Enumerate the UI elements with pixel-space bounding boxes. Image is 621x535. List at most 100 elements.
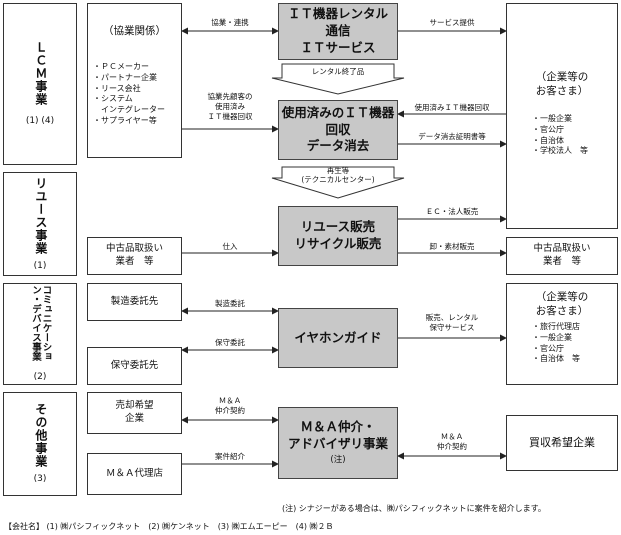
recovery-line: データ消去 (306, 138, 370, 154)
customers1-box (506, 3, 618, 229)
used-dealer-right-box: 中古品取扱い 業者 等 (506, 237, 618, 275)
label-wholesale: 卸・素材販売 (429, 242, 475, 251)
label-used-it-recovery: 使用済みＩＴ機器回収 (414, 103, 490, 112)
seller-box: 売却希望 企業 (87, 392, 182, 434)
maintenance-box: 保守委託先 (87, 347, 182, 385)
used-dealer-left-box: 中古品取扱い 業者 等 (87, 237, 182, 275)
label-data-erase-cert: データ消去証明書等 (418, 132, 486, 141)
used-dealer-left-line: 中古品取扱い (105, 243, 163, 255)
maintenance-label: 保守委託先 (110, 359, 159, 371)
label-cooperation: 協業・連携 (211, 18, 249, 27)
segment-lcm-name: ＬＣＭ事業 (33, 41, 48, 107)
rental-end-label: レンタル終了品 (311, 67, 365, 76)
label-ma-contract-right-line: 仲介契約 (437, 441, 467, 451)
label-partner-customer-line: ＩＴ機器回収 (207, 111, 253, 121)
reuse-box: リユース販売 リサイクル販売 (278, 206, 398, 266)
customer-item: ・一般企業 (532, 332, 572, 342)
customers2-title-line: お客さま） (535, 305, 589, 318)
segment-reuse: リユース事業 (1) (3, 172, 77, 276)
buyer-label: 買収希望企業 (529, 435, 595, 449)
customer-item: ・官公庁 (532, 124, 564, 134)
label-mfg-consign: 製造委託 (215, 299, 245, 308)
company-names: 【会社名】 (1) ㈱パシフィックネット (2) ㈱ケンネット (3) ㈱エムエ… (4, 522, 334, 531)
label-ma-contract-left: Ｍ＆Ａ 仲介契約 (182, 396, 278, 416)
segment-lcm-sub: (1) (4) (25, 116, 55, 127)
reuse-line: リサイクル販売 (294, 236, 382, 251)
recovery-line: 回収 (325, 121, 351, 137)
label-sales-rental: 販売、レンタル 保守サービス (398, 313, 506, 333)
segment-communication-name: コミュニケーション・デバイス事業 (30, 285, 52, 362)
it-rental-line: ＩＴ機器レンタル (287, 6, 388, 22)
used-dealer-left-line: 業者 等 (115, 256, 154, 267)
seller-line: 売却希望 (115, 400, 154, 412)
regen-label: 再生等 (テクニカルセンター) (282, 166, 394, 185)
partner-item: ・サプライヤー等 (93, 115, 157, 125)
customers2-title-line: （企業等の (535, 291, 589, 303)
segment-communication: コミュニケーション・デバイス事業 (2) (3, 283, 77, 385)
customers2-title: （企業等の お客さま） (506, 290, 618, 318)
used-dealer-right-line: 業者 等 (542, 256, 581, 267)
customers2-box (506, 283, 618, 385)
block-arrow-regen (271, 166, 405, 199)
earphone-box: イヤホンガイド (278, 308, 398, 368)
customer-item: ・自治体 (532, 135, 564, 145)
customers1-list: ・一般企業 ・官公庁 ・自治体 ・学校法人 等 (532, 114, 588, 157)
label-ma-contract-right: Ｍ＆Ａ 仲介契約 (398, 432, 506, 452)
label-ma-contract-right-line: Ｍ＆Ａ (440, 432, 464, 441)
buyer-box: 買収希望企業 (506, 415, 618, 471)
segment-other-name: その他事業 (33, 403, 48, 469)
segment-lcm: ＬＣＭ事業 (1) (4) (3, 3, 77, 165)
regen-line: 再生等 (326, 166, 350, 175)
seller-line: 企業 (124, 413, 144, 424)
label-maint-consign: 保守委託 (215, 338, 245, 347)
segment-reuse-name: リユース事業 (33, 176, 48, 255)
it-rental-line: 通信 (325, 23, 351, 39)
ma-agent-box: Ｍ＆Ａ代理店 (87, 453, 182, 495)
label-partner-customer-line: 使用済み (215, 101, 245, 111)
label-partner-customer-line: 協業先顧客の (207, 92, 253, 101)
recovery-box: 使用済みのＩＴ機器 回収 データ消去 (278, 100, 398, 160)
label-sales-rental-line: 保守サービス (429, 322, 475, 332)
it-rental-line: ＩＴサービス (300, 39, 376, 55)
reuse-line: リユース販売 (300, 219, 376, 235)
recovery-line: 使用済みのＩＴ機器 (281, 104, 395, 120)
manufacturer-box: 製造委託先 (87, 283, 182, 321)
label-service: サービス提供 (429, 18, 475, 27)
segment-other: その他事業 (3) (3, 392, 77, 496)
ma-line: アドバイザリ事業 (287, 436, 388, 452)
segment-communication-sub: (2) (33, 372, 47, 383)
partners-list: ・ＰＣメーカー ・パートナー企業 ・リース会社 ・システム インテグレーター ・… (93, 62, 165, 127)
partner-item: ・ＰＣメーカー (93, 62, 149, 71)
it-rental-box: ＩＴ機器レンタル 通信 ＩＴサービス (278, 3, 398, 60)
segment-reuse-sub: (1) (33, 260, 47, 271)
customers1-title-line: （企業等の (535, 71, 589, 83)
customer-item: ・自治体 等 (532, 354, 580, 364)
customers2-list: ・旅行代理店 ・一般企業 ・官公庁 ・自治体 等 (532, 322, 580, 365)
customer-item: ・旅行代理店 (532, 322, 580, 331)
partners-title: （協業関係） (103, 25, 166, 37)
manufacturer-label: 製造委託先 (110, 295, 159, 307)
customer-item: ・学校法人 等 (532, 146, 588, 156)
label-sales-rental-line: 販売、レンタル (425, 313, 479, 322)
label-purchase: 仕入 (222, 242, 238, 251)
ma-note: (注) (330, 455, 346, 466)
customers1-title-line: お客さま） (535, 85, 589, 98)
ma-box: Ｍ＆Ａ仲介・ アドバイザリ事業 (注) (278, 407, 398, 479)
earphone-label: イヤホンガイド (294, 329, 382, 345)
segment-other-sub: (3) (33, 474, 47, 485)
partner-item: ・リース会社 (93, 83, 141, 93)
label-ma-contract-left-line: Ｍ＆Ａ (218, 396, 242, 405)
partner-item: ・システム (93, 94, 133, 104)
partner-item: インテグレーター (93, 105, 165, 115)
label-partner-customer: 協業先顧客の 使用済み ＩＴ機器回収 (182, 92, 278, 121)
customer-item: ・一般企業 (532, 114, 572, 123)
label-case-intro: 案件紹介 (215, 452, 245, 461)
customer-item: ・官公庁 (532, 343, 564, 353)
footnote: (注) シナジーがある場合は、㈱パシフィックネットに案件を紹介します。 (282, 504, 546, 513)
label-ma-contract-left-line: 仲介契約 (215, 405, 245, 415)
ma-line: Ｍ＆Ａ仲介・ (300, 419, 376, 435)
used-dealer-right-line: 中古品取扱い (533, 243, 591, 255)
ma-agent-label: Ｍ＆Ａ代理店 (105, 467, 163, 479)
